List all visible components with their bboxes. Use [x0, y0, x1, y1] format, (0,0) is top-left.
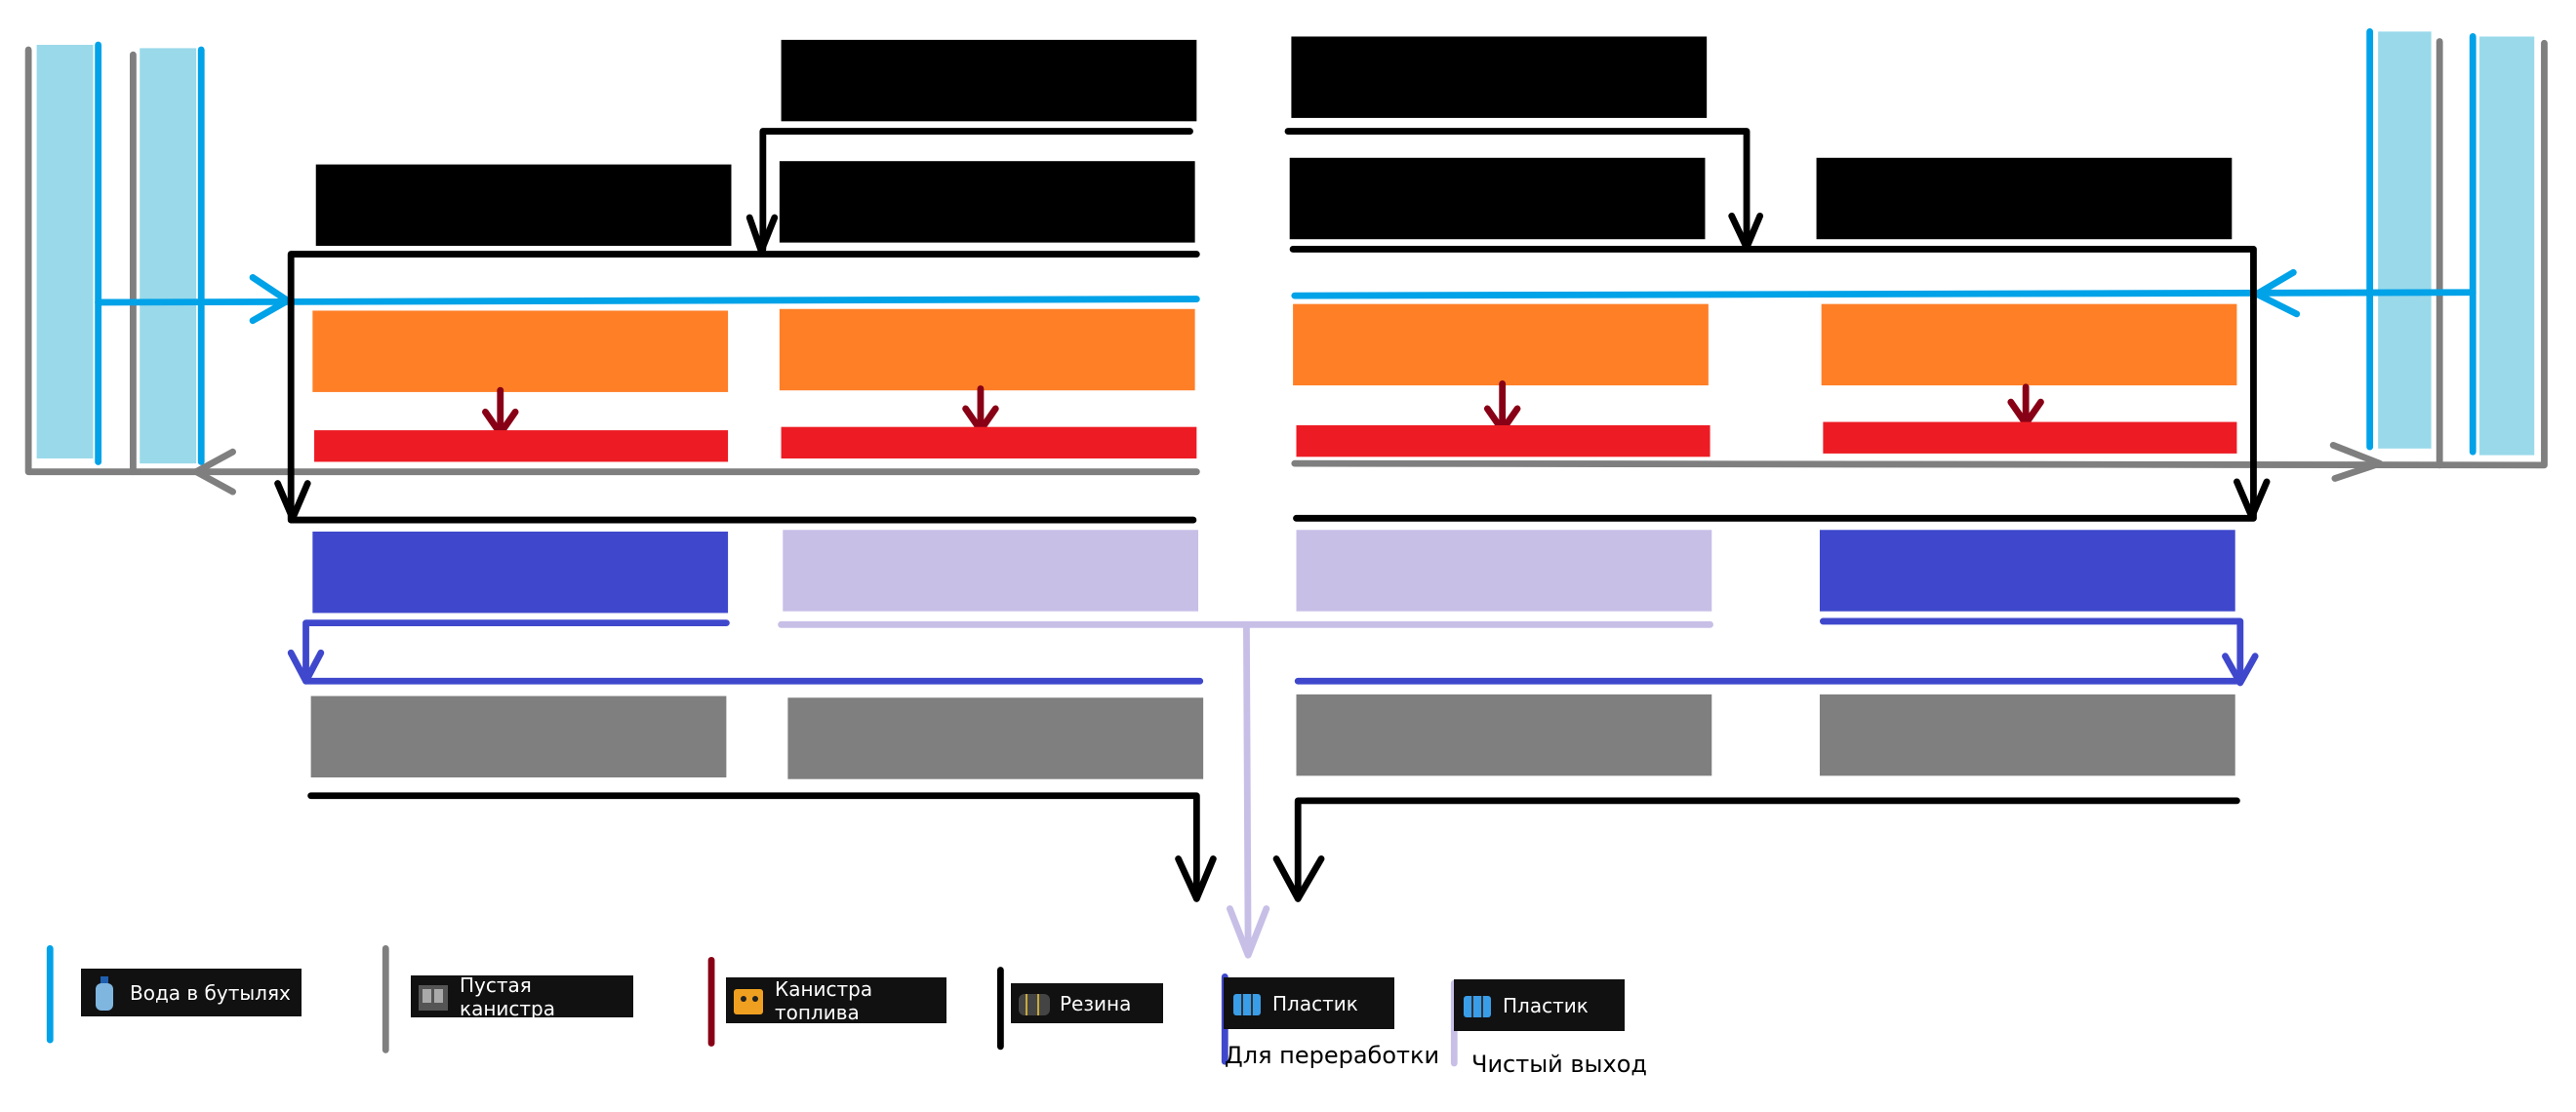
right-water-tanks [1291, 27, 2548, 482]
black-block [1291, 36, 1708, 118]
red-block [314, 430, 729, 462]
water-tank [36, 44, 94, 459]
water-bottle-icon [96, 975, 113, 1011]
red-block [1823, 421, 2237, 454]
legend-item-plastic-clean: Пластик [1454, 979, 1625, 1031]
gray-block [787, 697, 1204, 779]
legend-item-rubber: Резина [1011, 983, 1163, 1023]
plastic-icon [1233, 993, 1261, 1015]
plastic-recycle-arrowhead [2222, 653, 2259, 687]
red-block [781, 426, 1197, 459]
legend-caption-plastic-clean: Чистый выход [1471, 1051, 1647, 1078]
water-pipe [95, 296, 1200, 306]
legend-item-fuel-canister: Канистра топлива [726, 976, 946, 1024]
black-block [781, 39, 1197, 122]
empty-canister-pipe [24, 46, 1200, 476]
plastic-icon [1464, 995, 1491, 1017]
empty-canister-arrowhead [192, 448, 236, 496]
black-block [315, 164, 732, 247]
rubber-pipe [307, 792, 1200, 902]
water-tank [2479, 36, 2535, 456]
black-block [1289, 157, 1706, 240]
rubber-pipe [759, 128, 1193, 253]
plastic-recycle-arrowhead [287, 649, 325, 685]
red-block [1296, 424, 1711, 457]
rubber-arrowhead [1175, 855, 1217, 902]
plastic-clean-arrowhead [1226, 905, 1270, 959]
rubber-pipe [1284, 128, 1751, 250]
rubber-arrowhead [2234, 478, 2271, 521]
legend-item-water: Вода в бутылях [81, 969, 302, 1016]
orange-block [1821, 303, 2237, 386]
legend-label: Пластик [1272, 991, 1358, 1015]
black-block [779, 161, 1195, 243]
gray-block [310, 695, 727, 778]
empty-canister-icon [419, 984, 448, 1011]
orange-block [1293, 303, 1709, 386]
water-tank [140, 48, 197, 464]
rubber-pipe [1294, 797, 2240, 902]
gray-block [1819, 694, 2235, 776]
plastic-clean-block [783, 530, 1199, 612]
legend-label: Резина [1060, 991, 1132, 1015]
orange-block [779, 308, 1195, 391]
plastic-clean-pipe [1243, 620, 1252, 957]
plastic-clean-block [1296, 530, 1712, 612]
orange-block [312, 310, 729, 392]
plastic-recycle-pipe [302, 619, 1204, 685]
legend-label: Пустая канистра [460, 973, 556, 1020]
legend-item-plastic-recycle: Пластик [1224, 977, 1394, 1029]
fuel-canister-icon [734, 988, 763, 1014]
rubber-pipe [1289, 246, 2257, 522]
empty-canister-pipe [1291, 39, 2548, 469]
rubber-pipe [287, 251, 1200, 524]
plastic-recycle-pipe [1294, 617, 2244, 685]
rubber-arrowhead [1272, 855, 1325, 902]
legend-label: Канистра топлива [775, 976, 873, 1024]
gray-block [1296, 694, 1712, 776]
rubber-arrowhead [274, 480, 311, 522]
water-pipe [1291, 289, 2476, 299]
legend-label: Вода в бутылях [130, 980, 291, 1005]
legend-label: Пластик [1503, 993, 1589, 1017]
legend-caption-plastic-recycle: Для переработки [1225, 1042, 1440, 1069]
plastic-recycle-block [312, 531, 729, 614]
black-block [1816, 157, 2233, 240]
rubber-icon [1019, 993, 1050, 1015]
empty-canister-arrowhead [2329, 442, 2384, 482]
legend-item-empty-canister: Пустая канистра [411, 973, 633, 1020]
water-tank [2378, 31, 2432, 449]
plastic-recycle-block [1819, 530, 2235, 612]
